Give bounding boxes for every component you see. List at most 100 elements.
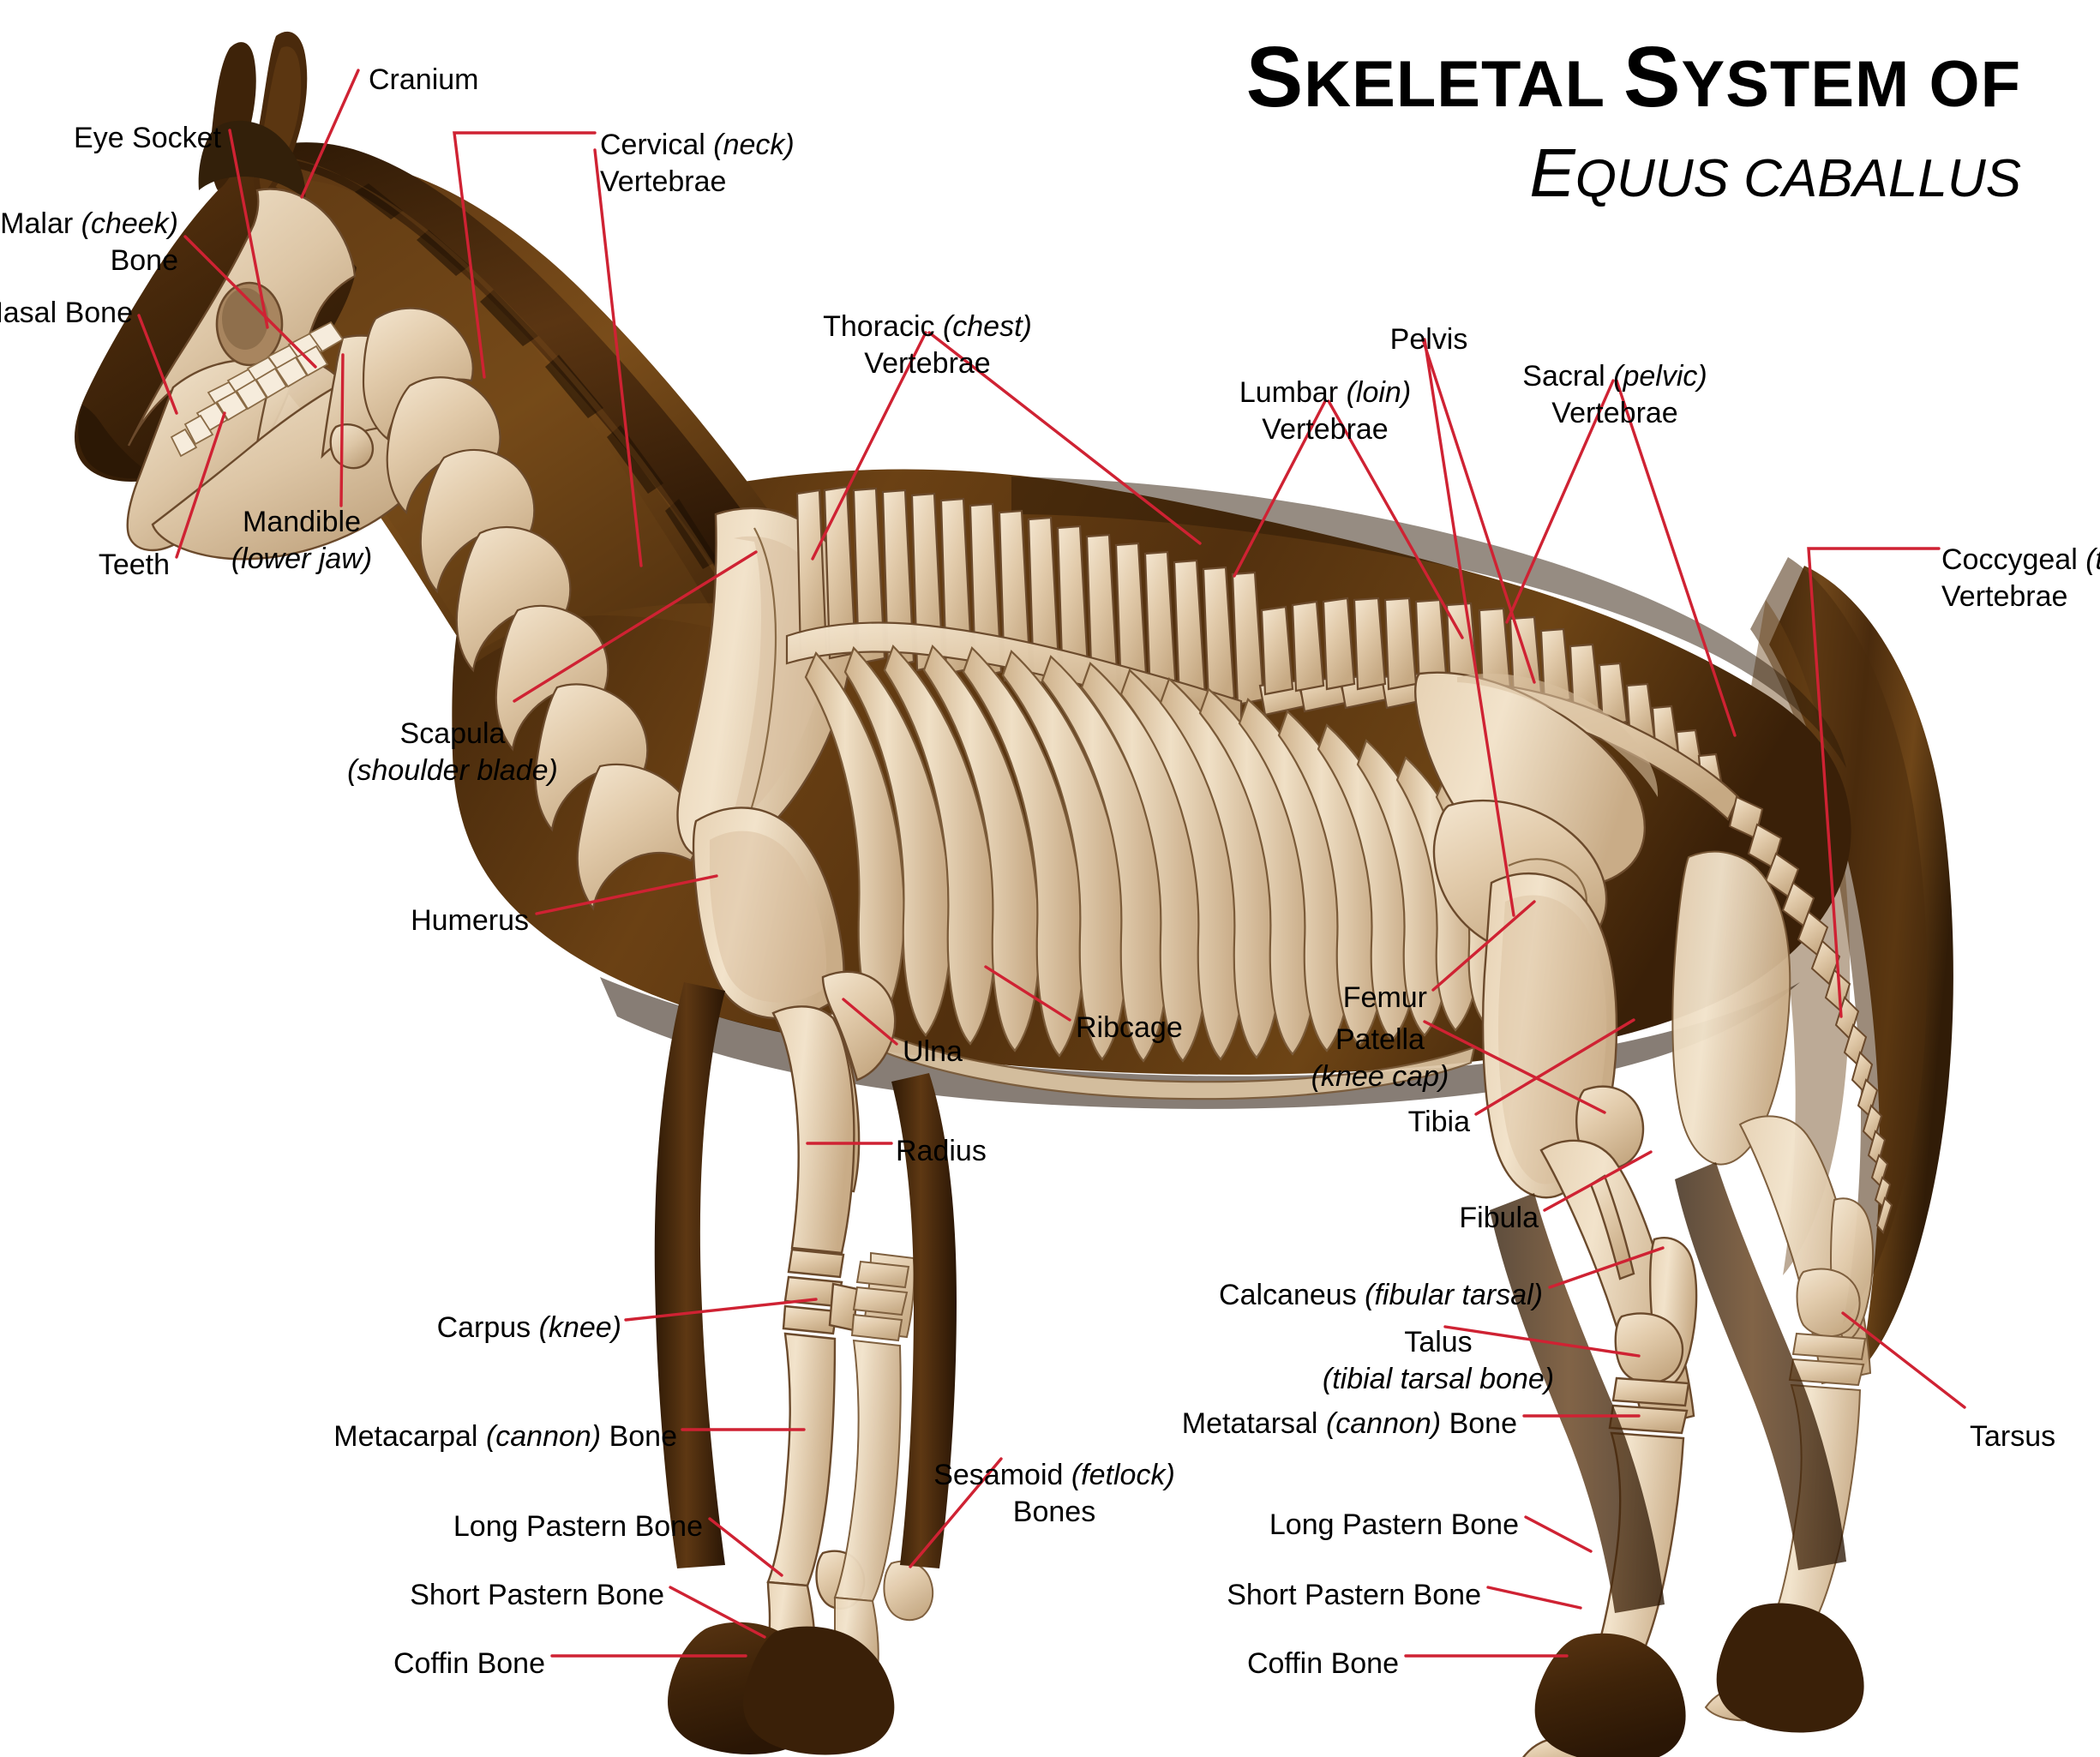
leader-thoracic-a [811,331,927,561]
label-text-secondary: Vertebrae [1262,412,1389,446]
label-ulna: Ulna [903,1034,963,1070]
label-carpus: Carpus (knee) [437,1310,621,1346]
cervical-vertebrae [362,307,699,911]
label-short-pastern-hind: Short Pastern Bone [1227,1577,1481,1614]
label-text-primary: Long Pastern Bone [1269,1508,1519,1541]
label-text-secondary: Bone [110,243,178,277]
hoof-hind-near [1534,1633,1686,1757]
humerus-bone [692,807,845,1020]
title-block: SKELETAL SYSTEM OF EQUUS CABALLUS [1246,34,2021,207]
label-text-primary: Patella [1335,1023,1425,1056]
page-subtitle: EQUUS CABALLUS [1529,135,2021,211]
label-text-primary: Radius [896,1135,987,1167]
leader-long-pastern-front [708,1517,783,1577]
label-text-common-name: (cheek) [81,207,178,240]
label-text-primary: Sacral [1522,360,1614,393]
leader-coccygeal [1807,547,1941,1018]
metacarpal-bone [766,1332,837,1587]
label-tarsus: Tarsus [1970,1418,2055,1455]
label-text-common-name: (neck) [713,129,795,161]
label-text-primary: Coccygeal [1941,543,2086,576]
foreleg-flesh [654,982,957,1755]
leader-tibia [1474,1018,1635,1116]
label-text-primary: Talus [1404,1326,1473,1358]
label-text-primary: Long Pastern Bone [453,1510,703,1543]
leader-lumbar-b [1327,399,1464,639]
label-text-primary: Scapula [399,717,506,750]
label-text-primary: Cranium [369,63,479,96]
label-text-primary: Teeth [98,549,170,581]
neck [208,159,829,664]
leader-fibula [1543,1150,1653,1212]
leader-patella [1423,1020,1606,1114]
label-text-common-name: (pelvic) [1613,360,1707,393]
label-text-common-name: (cannon) [1325,1407,1442,1440]
label-cervical: Cervical (neck)Vertebrae [600,127,795,201]
teeth [170,321,345,458]
label-humerus: Humerus [411,902,529,939]
label-metacarpal: Metacarpal (cannon) Bone [333,1418,677,1455]
leader-pelvis-2 [1423,338,1515,917]
label-text-primary: Humerus [411,904,529,937]
label-nasal-bone: Nasal Bone [0,295,133,332]
label-text-secondary: (lower jaw) [231,542,373,575]
label-text-common-name: (fetlock) [1071,1459,1175,1491]
label-sacral: Sacral (pelvic)Vertebrae [1522,358,1707,432]
leader-malar [183,235,317,369]
label-text-primary: Lumbar [1239,376,1347,409]
page-title: SKELETAL SYSTEM OF [1245,29,2021,125]
coccygeal-vertebrae [1728,795,1893,1235]
label-talus: Talus(tibial tarsal bone) [1323,1324,1554,1398]
leader-cranium [300,69,360,199]
leader-mandible [339,353,345,507]
label-text-secondary: Vertebrae [600,165,727,198]
label-ribcage: Ribcage [1076,1010,1183,1046]
label-text-primary: Nasal Bone [0,297,133,329]
leader-sacral-a [1505,379,1615,624]
ulna-bone [821,970,897,1082]
label-mandible: Mandible (lower jaw) [231,504,372,578]
label-lumbar: Lumbar (loin)Vertebrae [1239,375,1411,448]
leader-ulna [842,998,898,1046]
label-text-primary: Eye Socket [74,122,221,154]
label-text-suffix: Bone [601,1420,677,1453]
label-text-primary: Sesamoid [933,1459,1071,1491]
label-femur: Femur [1343,980,1427,1016]
label-text-primary: Metatarsal [1181,1407,1326,1440]
label-radius: Radius [896,1133,987,1170]
leader-sesamoid [909,1457,1003,1568]
label-text-primary: Mandible [243,506,361,538]
label-fibula: Fibula [1459,1200,1539,1237]
label-text-primary: Calcaneus [1219,1279,1365,1311]
label-text-primary: Tarsus [1970,1420,2056,1453]
label-text-secondary: (knee cap) [1311,1059,1449,1093]
label-coccygeal: Coccygeal (tail)Vertebrae [1941,542,2100,615]
label-text-primary: Malar [0,207,81,240]
leader-scapula [513,550,758,703]
talus-bone [1614,1312,1684,1384]
label-sesamoid: Sesamoid (fetlock)Bones [933,1457,1175,1531]
label-text-common-name: (chest) [942,310,1032,343]
leader-short-pastern-hind [1486,1586,1582,1610]
label-text-primary: Pelvis [1389,323,1468,356]
label-text-suffix: Bone [1441,1407,1517,1440]
leader-short-pastern-front [669,1586,766,1639]
leader-cervical-2 [593,148,643,567]
sesamoid-bone-far [883,1560,934,1622]
hoof-hind-far [1716,1603,1864,1733]
ribcage [804,644,1512,1100]
leader-teeth [175,411,226,559]
label-teeth: Teeth [99,547,170,584]
hoof-far [743,1626,895,1755]
radius-bone [771,1005,855,1255]
label-text-secondary: Vertebrae [1941,579,2068,613]
label-text-common-name: (fibular tarsal) [1365,1279,1543,1311]
label-scapula: Scapula(shoulder blade) [347,716,558,789]
leader-thoracic-b [927,331,1202,545]
label-text-primary: Fibula [1459,1202,1539,1234]
leader-femur [1431,900,1536,992]
carpus-bones [782,1248,859,1335]
label-thoracic: Thoracic (chest)Vertebrae [823,309,1032,382]
